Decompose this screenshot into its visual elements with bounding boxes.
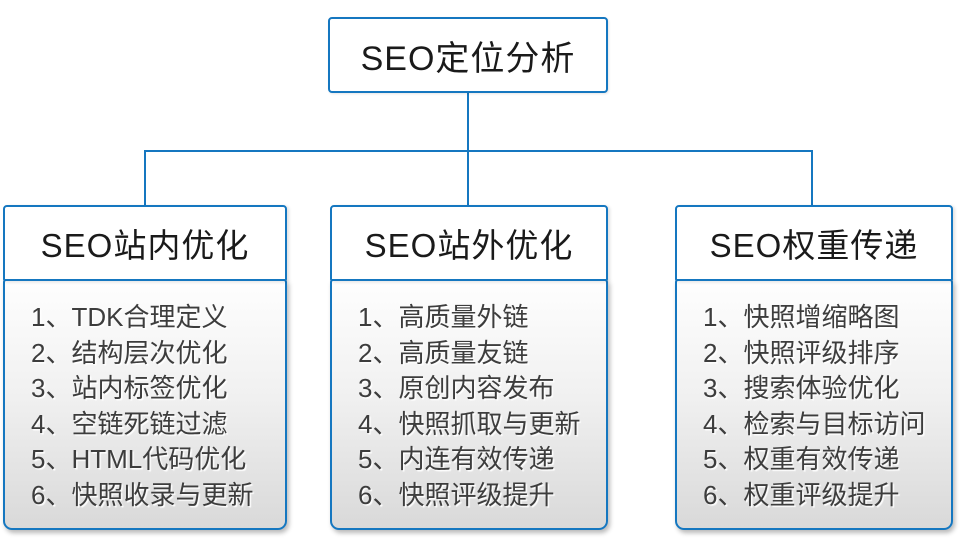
- list-item: 1、高质量外链: [358, 302, 529, 332]
- connector-drop-right: [811, 150, 813, 206]
- column-title: SEO站外优化: [364, 227, 574, 264]
- column-weight-transfer: SEO权重传递 1、快照增缩略图 2、快照评级排序 3、搜索体验优化 4、检索与目标访…: [675, 205, 953, 530]
- column-header-onsite: SEO站内优化: [3, 205, 287, 281]
- list-item: 3、搜索体验优化: [703, 373, 900, 403]
- list-item: 3、站内标签优化: [31, 373, 228, 403]
- list-item: 6、快照评级提升: [358, 479, 555, 510]
- column-header-offsite: SEO站外优化: [330, 205, 608, 281]
- list-item: 1、TDK合理定义: [31, 302, 228, 332]
- list-item: 2、高质量友链: [358, 337, 529, 368]
- column-onsite-optimization: SEO站内优化 1、TDK合理定义 2、结构层次优化 3、站内标签优化 4、空链死链过…: [3, 205, 287, 530]
- connector-root-vertical: [467, 92, 469, 151]
- column-title: SEO站内优化: [40, 227, 250, 264]
- list-item: 5、权重有效传递: [703, 444, 900, 474]
- connector-drop-middle: [467, 150, 469, 206]
- list-item: 4、快照抓取与更新: [358, 408, 581, 439]
- connector-drop-left: [144, 150, 146, 206]
- root-node-seo-positioning: SEO定位分析: [328, 17, 608, 93]
- column-offsite-optimization: SEO站外优化 1、高质量外链 2、高质量友链 3、原创内容发布 4、快照抓取与更新 5…: [330, 205, 608, 530]
- column-list-offsite: 1、高质量外链 2、高质量友链 3、原创内容发布 4、快照抓取与更新 5、内连有效传递 6…: [330, 279, 608, 530]
- connector-horizontal: [144, 150, 813, 152]
- list-item: 6、权重评级提升: [703, 479, 900, 510]
- list-item: 6、快照收录与更新: [31, 479, 254, 510]
- column-header-weight: SEO权重传递: [675, 205, 953, 281]
- column-title: SEO权重传递: [709, 227, 919, 264]
- column-list-onsite: 1、TDK合理定义 2、结构层次优化 3、站内标签优化 4、空链死链过滤 5、HTML代…: [3, 279, 287, 530]
- list-item: 2、结构层次优化: [31, 337, 228, 368]
- list-item: 2、快照评级排序: [703, 337, 900, 368]
- list-item: 1、快照增缩略图: [703, 302, 900, 332]
- list-item: 4、检索与目标访问: [703, 408, 926, 439]
- list-item: 5、HTML代码优化: [31, 444, 247, 474]
- list-item: 4、空链死链过滤: [31, 408, 228, 439]
- column-list-weight: 1、快照增缩略图 2、快照评级排序 3、搜索体验优化 4、检索与目标访问 5、权重有效传…: [675, 279, 953, 530]
- list-item: 3、原创内容发布: [358, 373, 555, 403]
- root-node-label: SEO定位分析: [360, 39, 576, 78]
- list-item: 5、内连有效传递: [358, 444, 555, 474]
